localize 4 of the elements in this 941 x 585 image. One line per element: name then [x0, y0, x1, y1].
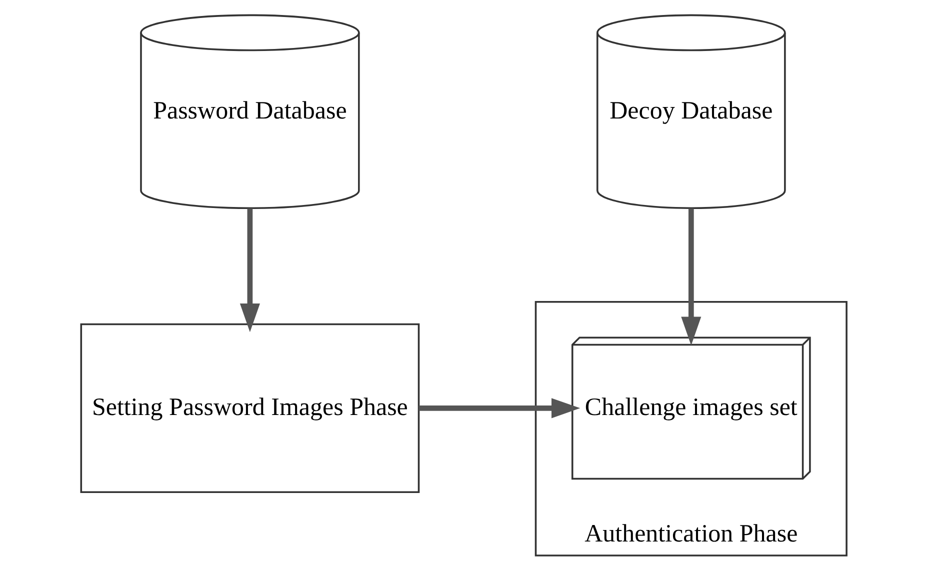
- node-box: Setting Password Images Phase: [80, 323, 420, 493]
- arrow: [418, 398, 580, 418]
- arrow: [680, 208, 701, 346]
- arrow: [239, 208, 260, 332]
